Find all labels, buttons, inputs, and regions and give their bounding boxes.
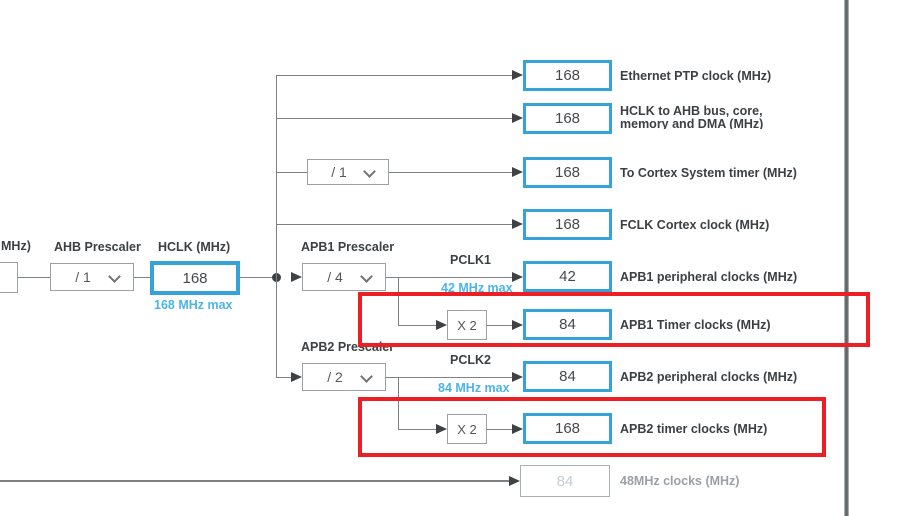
arrowhead-icon [512, 167, 523, 177]
hclk-max-note: 168 MHz max [154, 298, 233, 312]
arrowhead-icon [512, 372, 523, 382]
cortex-timer-prescaler-select[interactable]: / 1 [307, 159, 389, 185]
apb1-peripheral-clock-value: 42 [559, 268, 576, 285]
clipped-source-box [0, 262, 18, 293]
arrowhead-icon [512, 424, 523, 434]
connector-line [386, 377, 512, 378]
connector-line [276, 172, 307, 173]
connector-line [0, 480, 509, 482]
clk48-clock-box: 84 [520, 465, 610, 497]
ethernet-ptp-clock-box[interactable]: 168 [523, 60, 612, 91]
arrowhead-icon [291, 372, 302, 382]
connector-line [398, 377, 399, 429]
cortex-timer-prescaler-value: / 1 [331, 164, 347, 180]
pclk1-label: PCLK1 [450, 253, 491, 267]
arrowhead-icon [512, 113, 523, 123]
apb1-timer-highlight-rect [358, 292, 870, 347]
apb1-prescaler-title: APB1 Prescaler [301, 240, 395, 254]
connector-line [389, 172, 512, 173]
apb2-timer-multiplier-box: X 2 [447, 414, 487, 444]
cortex-timer-clock-box[interactable]: 168 [523, 157, 612, 188]
connector-line [134, 277, 150, 278]
ethernet-ptp-clock-value: 168 [554, 67, 581, 84]
connector-line [18, 277, 50, 278]
fclk-clock-label: FCLK Cortex clock (MHz) [620, 218, 770, 232]
hclk-title: HCLK (MHz) [158, 240, 231, 254]
clipped-source-label: MHz) [1, 239, 31, 253]
arrowhead-icon [509, 476, 520, 486]
ahb-prescaler-value: / 1 [75, 269, 91, 285]
connector-line [276, 75, 277, 377]
arrowhead-icon [512, 219, 523, 229]
connector-line [487, 325, 512, 326]
apb2-timer-clock-box[interactable]: 168 [523, 413, 612, 444]
apb2-prescaler-value: / 2 [327, 369, 343, 385]
apb2-timer-clock-value: 168 [554, 420, 581, 437]
arrowhead-icon [291, 272, 302, 282]
apb2-peripheral-clock-value: 84 [559, 368, 576, 385]
hclk-value-input[interactable]: 168 [150, 261, 240, 295]
cortex-timer-clock-label: To Cortex System timer (MHz) [620, 166, 797, 180]
connector-line [398, 277, 399, 325]
apb1-timer-multiplier-box: X 2 [447, 310, 487, 340]
apb1-timer-clock-label: APB1 Timer clocks (MHz) [620, 318, 771, 332]
arrowhead-icon [436, 320, 447, 330]
apb2-peripheral-clock-label: APB2 peripheral clocks (MHz) [620, 370, 798, 384]
connector-line [487, 429, 512, 430]
apb1-peripheral-clock-box[interactable]: 42 [523, 261, 612, 292]
arrowhead-icon [512, 272, 523, 282]
pclk2-max-note: 84 MHz max [438, 381, 510, 395]
apb2-timer-clock-label: APB2 timer clocks (MHz) [620, 422, 768, 436]
connector-line [276, 224, 512, 225]
chevron-down-icon [361, 272, 372, 283]
ahb-prescaler-select[interactable]: / 1 [50, 263, 134, 291]
apb1-timer-clock-box[interactable]: 84 [523, 309, 612, 340]
chevron-down-icon [361, 372, 372, 383]
apb1-timer-multiplier-label: X 2 [457, 317, 477, 333]
apb2-prescaler-title: APB2 Prescaler [301, 340, 395, 354]
apb1-prescaler-value: / 4 [327, 269, 343, 285]
chevron-down-icon [109, 272, 120, 283]
apb2-prescaler-select[interactable]: / 2 [302, 363, 386, 391]
hclk-value: 168 [182, 269, 208, 287]
apb1-prescaler-select[interactable]: / 4 [302, 263, 386, 291]
connector-line [240, 277, 276, 278]
hclk-ahb-clock-label: HCLK to AHB bus, core, memory and DMA (M… [620, 105, 763, 129]
apb1-timer-clock-value: 84 [559, 316, 576, 333]
clk48-clock-value: 84 [556, 472, 574, 490]
hclk-ahb-clock-value: 168 [554, 110, 581, 127]
connector-line [276, 75, 512, 76]
hclk-ahb-clock-label-line1: HCLK to AHB bus, core, [620, 105, 763, 118]
fclk-clock-box[interactable]: 168 [523, 209, 612, 240]
pclk2-label: PCLK2 [450, 353, 491, 367]
cortex-timer-clock-value: 168 [554, 164, 581, 181]
apb2-timer-multiplier-label: X 2 [457, 421, 477, 437]
connector-line [398, 325, 436, 326]
hclk-ahb-clock-box[interactable]: 168 [523, 103, 612, 134]
ethernet-ptp-clock-label: Ethernet PTP clock (MHz) [620, 69, 772, 83]
panel-divider-line [844, 0, 849, 516]
arrowhead-icon [512, 320, 523, 330]
arrowhead-icon [436, 424, 447, 434]
pclk1-max-note: 42 MHz max [441, 281, 513, 295]
chevron-down-icon [364, 167, 375, 178]
fclk-clock-value: 168 [554, 216, 581, 233]
hclk-ahb-clock-label-line2: memory and DMA (MHz) [620, 117, 764, 130]
apb2-peripheral-clock-box[interactable]: 84 [523, 361, 612, 392]
connector-line [276, 377, 291, 378]
connector-line [398, 429, 436, 430]
clk48-clock-label: 48MHz clocks (MHz) [620, 474, 740, 488]
ahb-prescaler-title: AHB Prescaler [54, 240, 141, 254]
connector-line [276, 118, 512, 119]
connector-line [386, 277, 512, 278]
arrowhead-icon [512, 70, 523, 80]
apb1-peripheral-clock-label: APB1 peripheral clocks (MHz) [620, 270, 798, 284]
